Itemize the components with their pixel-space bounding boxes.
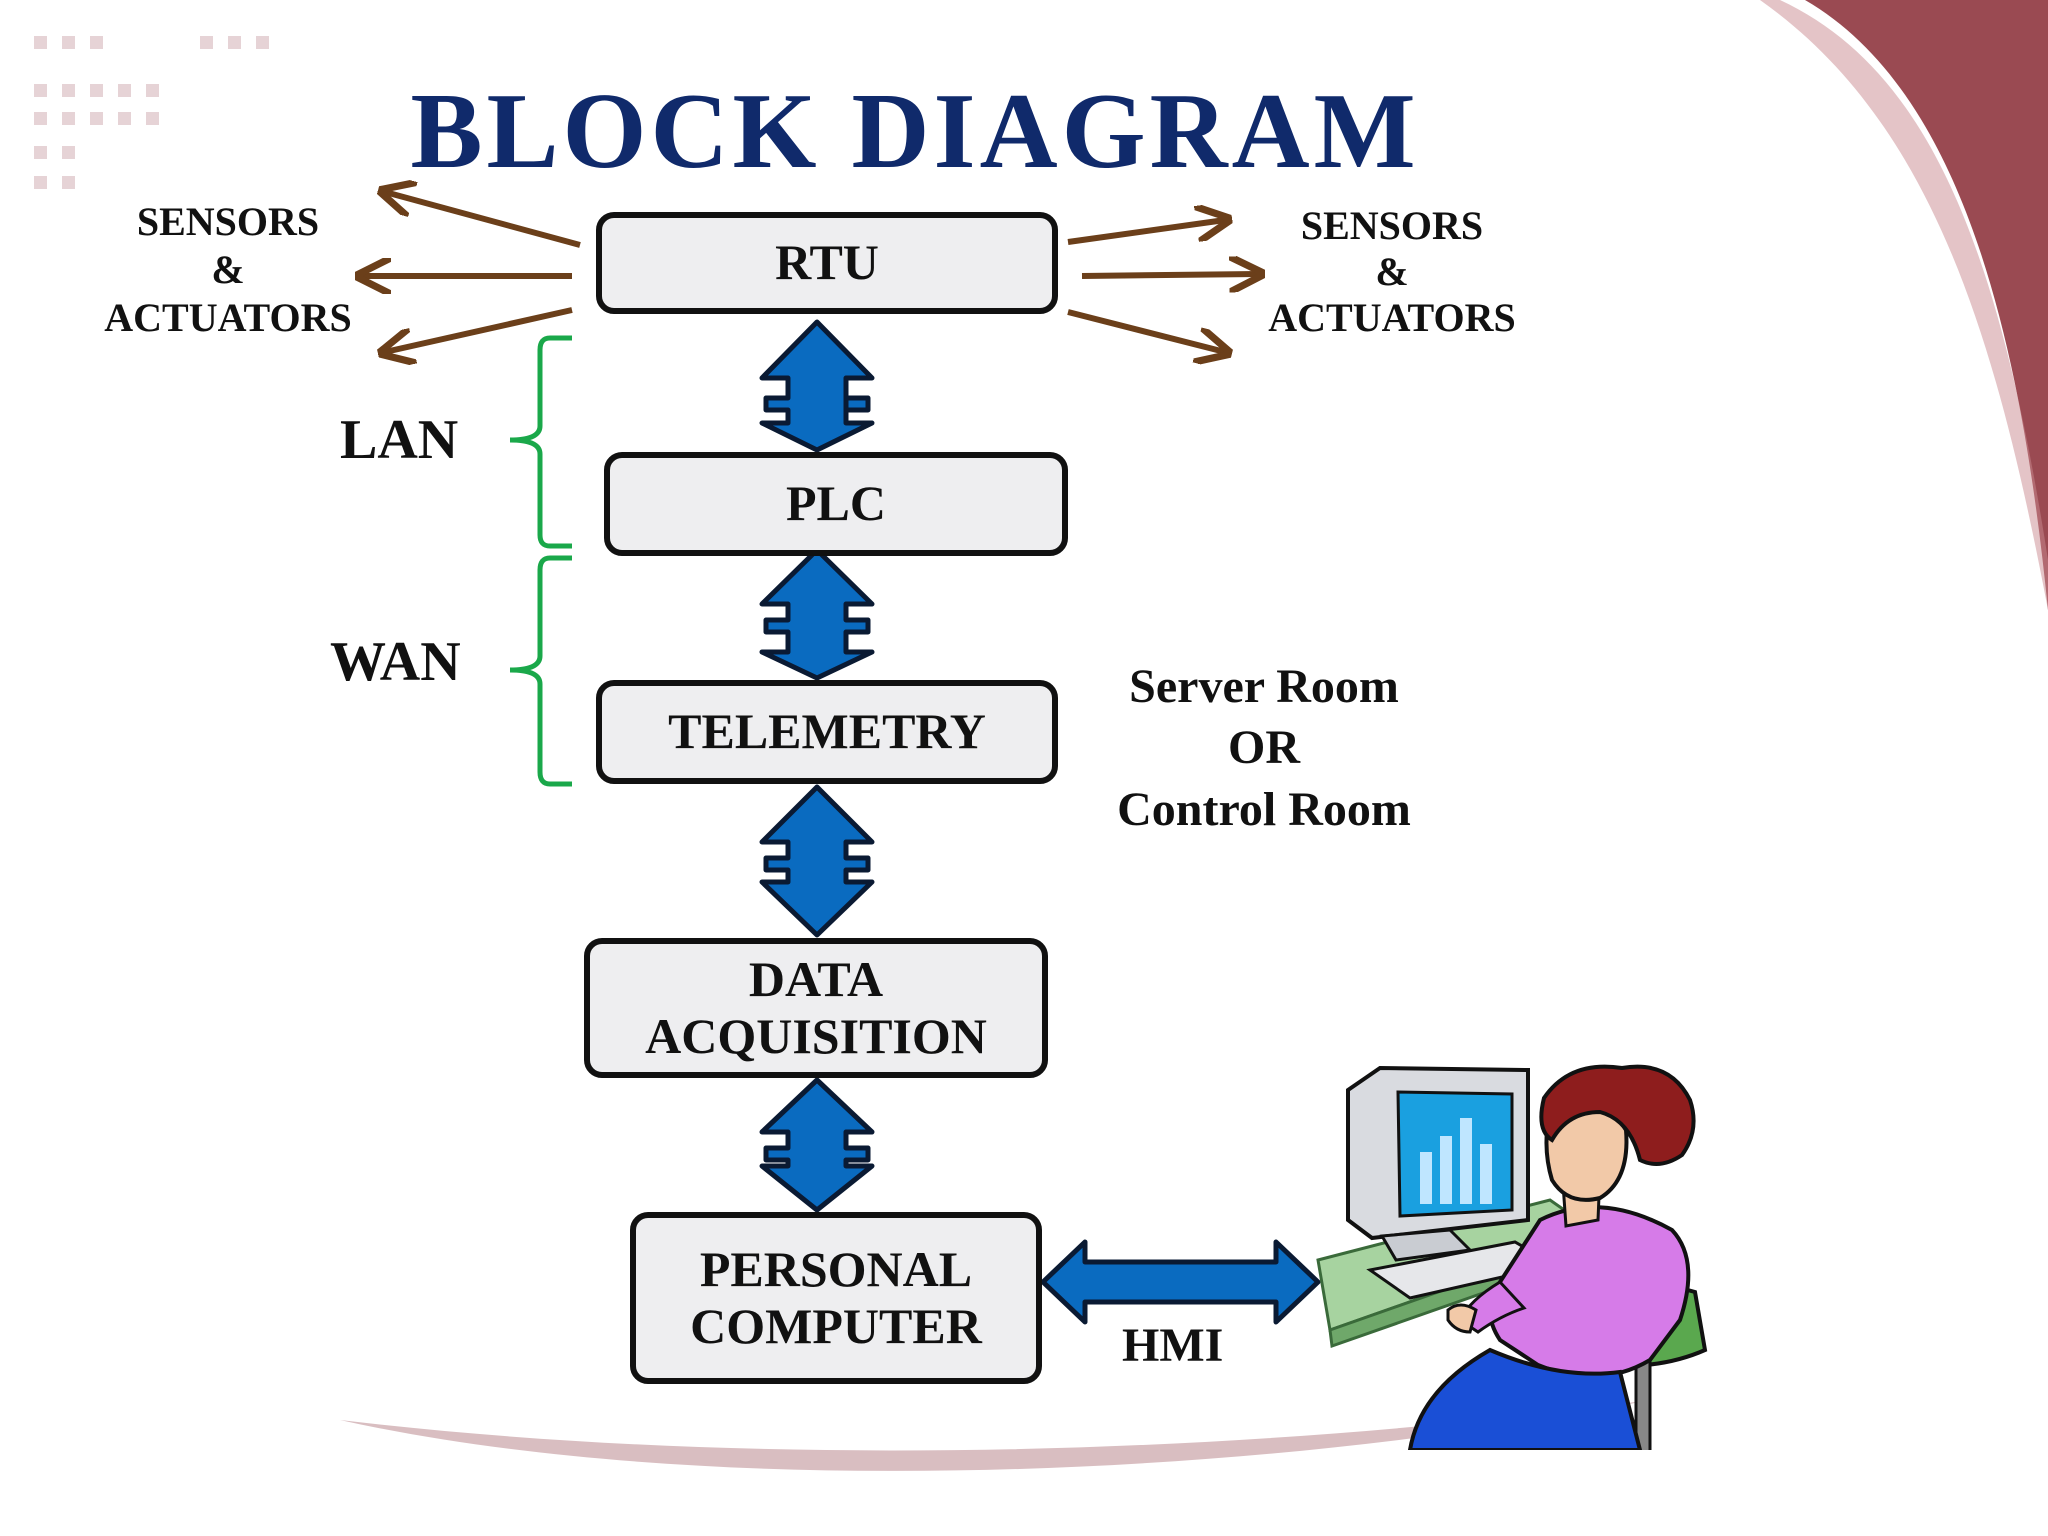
- right-sensors-line1: SENSORS: [1300, 203, 1484, 248]
- double-arrow-rtu-plc: [759, 319, 875, 453]
- telemetry-label: TELEMETRY: [668, 703, 986, 760]
- sensor-arrow-right-1: [1067, 220, 1225, 245]
- double-arrow-plc-telemetry: [759, 547, 875, 681]
- left-sensors-line1: SENSORS: [136, 199, 320, 244]
- hmi-label: HMI: [1122, 1319, 1224, 1372]
- dot-grid: [34, 36, 269, 189]
- left-sensors-label: SENSORS & ACTUATORS: [58, 200, 398, 340]
- wan-brace: [509, 555, 572, 787]
- right-sensors-label: SENSORS & ACTUATORS: [1222, 204, 1562, 340]
- personal-computer-block: PERSONAL COMPUTER: [630, 1212, 1042, 1384]
- daq-label-line1: DATA: [748, 950, 884, 1007]
- page-title: BLOCK DIAGRAM: [410, 72, 1420, 191]
- rtu-label: RTU: [775, 234, 879, 291]
- sensor-arrow-left-1: [385, 192, 581, 248]
- plc-label: PLC: [786, 475, 886, 532]
- lan-label: LAN: [340, 409, 459, 471]
- sensor-arrow-right-3: [1067, 309, 1225, 352]
- pc-label-line2: COMPUTER: [690, 1298, 982, 1354]
- double-arrow-hmi: [1040, 1239, 1321, 1325]
- bottom-curve: [340, 1400, 1650, 1471]
- right-sensors-line2: &: [1375, 249, 1409, 294]
- left-sensors-line3: ACTUATORS: [104, 295, 352, 340]
- telemetry-block: TELEMETRY: [596, 680, 1058, 784]
- double-arrow-daq-pc: [759, 1077, 875, 1213]
- wan-label: WAN: [330, 631, 461, 693]
- sensor-arrow-right-2: [1081, 274, 1258, 276]
- double-arrow-telemetry-daq: [759, 784, 875, 938]
- data-acquisition-block: DATA ACQUISITION: [584, 938, 1048, 1078]
- right-sensors-line3: ACTUATORS: [1268, 295, 1516, 340]
- lan-brace: [509, 335, 572, 549]
- daq-label-line2: ACQUISITION: [645, 1008, 987, 1064]
- operator-at-computer-illustration: [1316, 1064, 1708, 1450]
- room-line2: OR: [1228, 721, 1300, 775]
- server-room-label: Server Room OR Control Room: [1064, 656, 1464, 840]
- left-sensors-line2: &: [211, 247, 245, 292]
- room-line3: Control Room: [1117, 782, 1411, 836]
- sensor-arrow-left-3: [385, 307, 573, 352]
- plc-block: PLC: [604, 452, 1068, 556]
- room-line1: Server Room: [1129, 660, 1399, 713]
- rtu-block: RTU: [596, 212, 1058, 314]
- pc-label-line1: PERSONAL: [699, 1240, 973, 1297]
- corner-swoosh: [1805, 0, 2048, 610]
- corner-swoosh-fade: [1760, 0, 2048, 610]
